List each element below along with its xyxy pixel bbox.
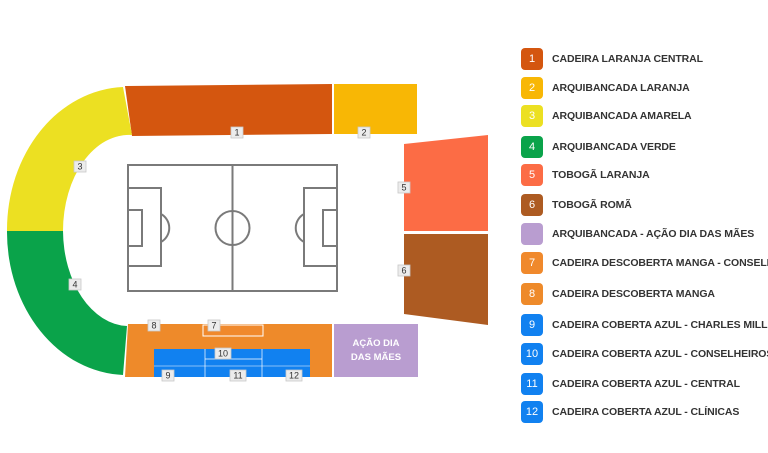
svg-text:6: 6 [401, 266, 406, 276]
sector-1[interactable] [125, 84, 332, 136]
svg-text:4: 4 [72, 280, 77, 290]
svg-text:1: 1 [234, 128, 239, 138]
svg-text:9: 9 [165, 371, 170, 381]
legend-label: ARQUIBANCADA VERDE [552, 141, 676, 153]
legend-swatch: 4 [521, 136, 543, 158]
acao-label-line1: AÇÃO DIA [353, 338, 400, 349]
legend-item-9[interactable]: 9 CADEIRA COBERTA AZUL - CHARLES MILLER [521, 314, 768, 336]
legend-label: CADEIRA COBERTA AZUL - CONSELHEIROS [552, 348, 768, 360]
legend-item-2[interactable]: 2 ARQUIBANCADA LARANJA [521, 77, 690, 99]
legend-item-6[interactable]: 6 TOBOGÃ ROMÃ [521, 194, 632, 216]
legend-label: ARQUIBANCADA AMARELA [552, 110, 692, 122]
legend-item-8[interactable]: 8 CADEIRA DESCOBERTA MANGA [521, 283, 715, 305]
sector-tag-12: 12 [285, 369, 303, 382]
acao-label-line2: DAS MÃES [351, 352, 401, 363]
legend-item-1[interactable]: 1 CADEIRA LARANJA CENTRAL [521, 48, 703, 70]
legend-label: CADEIRA DESCOBERTA MANGA - CONSELHEIROS [552, 257, 768, 269]
sector-6[interactable] [404, 234, 488, 325]
legend-label: ARQUIBANCADA - AÇÃO DIA DAS MÃES [552, 228, 755, 240]
legend-swatch: 7 [521, 252, 543, 274]
legend-item-10[interactable]: 10 CADEIRA COBERTA AZUL - CONSELHEIROS [521, 343, 768, 365]
sector-3[interactable] [6, 87, 132, 231]
sector-tag-6: 6 [397, 264, 411, 277]
legend-item-5[interactable]: 5 TOBOGÃ LARANJA [521, 164, 650, 186]
svg-text:10: 10 [218, 349, 228, 359]
sector-tag-5: 5 [397, 181, 411, 194]
stadium-map: AÇÃO DIA DAS MÃES 1 2 3 4 5 6 7 8 9 10 1… [6, 84, 488, 382]
legend-swatch: 8 [521, 283, 543, 305]
svg-text:5: 5 [401, 183, 406, 193]
svg-text:8: 8 [151, 321, 156, 331]
sector-4[interactable] [6, 231, 127, 375]
legend-label: CADEIRA COBERTA AZUL - CLÍNICAS [552, 406, 740, 418]
legend-label: CADEIRA LARANJA CENTRAL [552, 53, 703, 65]
legend-swatch: 10 [521, 343, 543, 365]
legend-item-4[interactable]: 4 ARQUIBANCADA VERDE [521, 136, 676, 158]
legend-swatch [521, 223, 543, 245]
legend-swatch: 9 [521, 314, 543, 336]
legend-swatch: 5 [521, 164, 543, 186]
football-pitch [127, 164, 338, 292]
sector-tag-4: 4 [68, 278, 82, 291]
sector-tag-3: 3 [73, 160, 87, 173]
sector-7[interactable] [202, 324, 264, 337]
sector-tag-2: 2 [357, 126, 371, 139]
legend-swatch: 12 [521, 401, 543, 423]
sector-tag-11: 11 [229, 369, 247, 382]
svg-text:7: 7 [211, 321, 216, 331]
svg-text:11: 11 [233, 371, 242, 381]
legend-item-11[interactable]: 11 CADEIRA COBERTA AZUL - CENTRAL [521, 373, 740, 395]
sector-tag-9: 9 [161, 369, 175, 382]
legend-swatch: 2 [521, 77, 543, 99]
sector-tag-1: 1 [230, 126, 244, 139]
legend-item-7[interactable]: 7 CADEIRA DESCOBERTA MANGA - CONSELHEIRO… [521, 252, 768, 274]
sector-tag-8: 8 [147, 319, 161, 332]
sector-tag-10: 10 [214, 347, 232, 360]
sector-acao-dia-das-maes[interactable] [334, 324, 418, 377]
sector-10[interactable] [205, 349, 262, 359]
legend-label: ARQUIBANCADA LARANJA [552, 82, 690, 94]
legend-label: CADEIRA COBERTA AZUL - CENTRAL [552, 378, 740, 390]
legend-swatch: 1 [521, 48, 543, 70]
legend-swatch: 11 [521, 373, 543, 395]
svg-text:12: 12 [289, 371, 299, 381]
legend-swatch: 3 [521, 105, 543, 127]
legend-label: CADEIRA COBERTA AZUL - CHARLES MILLER [552, 319, 768, 331]
legend-item-12[interactable]: 12 CADEIRA COBERTA AZUL - CLÍNICAS [521, 401, 739, 423]
svg-text:2: 2 [361, 128, 366, 138]
sector-tag-7: 7 [207, 319, 221, 332]
legend-label: CADEIRA DESCOBERTA MANGA [552, 288, 715, 300]
svg-text:3: 3 [77, 162, 82, 172]
legend-swatch: 6 [521, 194, 543, 216]
sector-2[interactable] [334, 84, 417, 134]
legend-item-3[interactable]: 3 ARQUIBANCADA AMARELA [521, 105, 692, 127]
sector-5[interactable] [404, 135, 488, 231]
legend-item-acao-dia-das-maes[interactable]: ARQUIBANCADA - AÇÃO DIA DAS MÃES [521, 223, 754, 245]
legend-label: TOBOGÃ LARANJA [552, 169, 650, 181]
legend-label: TOBOGÃ ROMÃ [552, 199, 632, 211]
